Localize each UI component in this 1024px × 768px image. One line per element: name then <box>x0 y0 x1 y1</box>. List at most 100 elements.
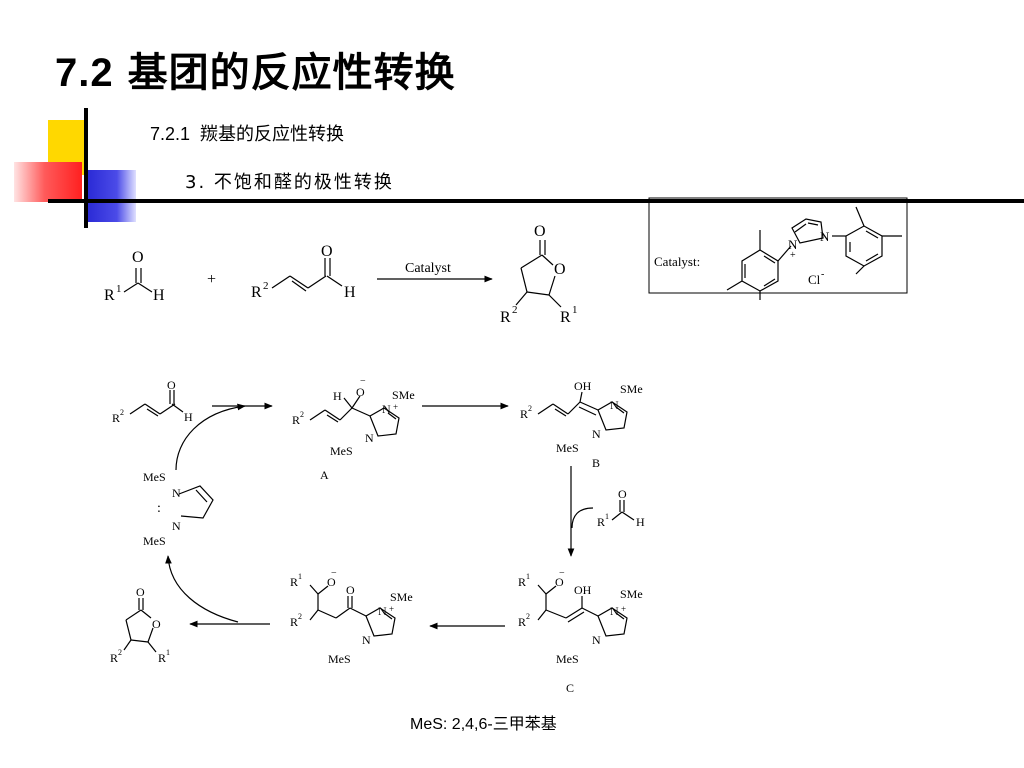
c-n: N <box>592 633 601 647</box>
carbene-lone-pair: : <box>157 501 161 516</box>
carbene-mes-bottom: MeS <box>143 534 166 548</box>
product-r1: R <box>560 309 571 326</box>
title-text: 基团的反应性转换 <box>127 50 456 96</box>
d-n: N <box>362 633 371 647</box>
catalyst-label: Catalyst: <box>654 254 700 269</box>
aldehyde-in-r: R <box>597 515 605 529</box>
c-r2-sup: 2 <box>526 612 530 621</box>
b-smes: SMe <box>620 382 643 396</box>
d-mes: MeS <box>328 652 351 666</box>
d-r1-sup: 1 <box>298 572 302 581</box>
a-plus: + <box>393 402 398 412</box>
c-plus: + <box>621 604 626 614</box>
arrow-aldehyde-addition <box>571 507 594 529</box>
a-r: R <box>292 413 300 427</box>
subsection-text: 羰基的反应性转换 <box>200 124 345 145</box>
catalyst-n: N <box>820 229 830 244</box>
d-r2: R <box>290 615 298 629</box>
aldehyde-r: R <box>104 287 115 304</box>
arrow-label-catalyst: Catalyst <box>405 261 451 276</box>
b-mes: MeS <box>556 441 579 455</box>
cycle-enal-oxygen: O <box>167 378 176 392</box>
catalyst-n-plus: N <box>788 237 798 252</box>
subsection-number: 7.2.1 <box>150 124 191 144</box>
intermediate-d: O − O SMe N + N MeS R 1 R 2 <box>290 568 413 666</box>
subsection-heading: 7.2.1 羰基的反应性转换 <box>150 120 344 146</box>
cycle-enal: O R 2 H <box>112 378 193 425</box>
aldehyde-in-h: H <box>636 515 645 529</box>
footnote-mes-definition: MeS: 2,4,6-三甲苯基 <box>410 716 557 733</box>
cycle-enal-h: H <box>184 410 193 424</box>
lactone-r1-sup: 1 <box>166 648 170 657</box>
lactone-carbonyl-oxygen: O <box>136 585 145 599</box>
c-minus: − <box>559 568 565 579</box>
intermediate-c: O − OH SMe N + N MeS R 1 R 2 C <box>518 568 643 695</box>
page-title: 7.2 基团的反应性转换 <box>55 40 456 98</box>
aldehyde-in-o: O <box>618 487 627 501</box>
aldehyde-r-sup: 1 <box>116 283 122 295</box>
product-lactone: O O R 2 R 1 <box>500 223 578 326</box>
d-r2-sup: 2 <box>298 612 302 621</box>
a-n: N <box>365 431 374 445</box>
product-r2: R <box>500 309 511 326</box>
reaction-arrow: Catalyst <box>377 261 493 283</box>
cycle-lactone: O O R 2 R 1 <box>110 585 170 665</box>
item-heading: 3. 不饱和醛的极性转换 <box>185 172 394 193</box>
b-r-sup: 2 <box>528 404 532 413</box>
c-smes: SMe <box>620 587 643 601</box>
a-smes: SMe <box>392 388 415 402</box>
a-o-minus: O <box>356 385 365 399</box>
deco-blue-square <box>88 170 136 222</box>
c-o-minus: O <box>555 575 564 589</box>
carbene-n-top: N <box>172 486 181 500</box>
d-smes: SMe <box>390 590 413 604</box>
deco-horizontal-rule <box>48 199 1024 203</box>
lactone-r2: R <box>110 651 118 665</box>
enal-r-sup: 2 <box>263 280 269 292</box>
carbene-n-bottom: N <box>172 519 181 533</box>
aldehyde-h: H <box>153 287 165 304</box>
reactant-enal: O R 2 H <box>251 243 356 301</box>
product-r2-sup: 2 <box>512 304 518 316</box>
deco-red-square <box>14 162 82 202</box>
b-n-bottom: N <box>592 427 601 441</box>
b-r: R <box>520 407 528 421</box>
c-r1: R <box>518 575 526 589</box>
product-r1-sup: 1 <box>572 304 578 316</box>
d-n-plus: N <box>378 604 387 618</box>
d-o: O <box>346 583 355 597</box>
c-oh: OH <box>574 583 592 597</box>
deco-vertical-rule <box>84 108 88 228</box>
a-minus: − <box>360 376 366 387</box>
intermediate-b: OH SMe N N MeS R 2 B <box>520 379 643 470</box>
a-r-sup: 2 <box>300 410 304 419</box>
arrow-carbene-addition <box>175 403 246 471</box>
a-n-plus: N <box>382 402 391 416</box>
cycle-aldehyde: O R 1 H <box>597 487 645 529</box>
cycle-carbene: MeS MeS N N : <box>143 470 214 548</box>
a-label: A <box>320 468 329 482</box>
plus-sign: + <box>207 271 216 288</box>
intermediate-a: H O − SMe N + N MeS R 2 A <box>292 376 415 482</box>
d-plus: + <box>389 604 394 614</box>
enal-r: R <box>251 284 262 301</box>
b-oh: OH <box>574 379 592 393</box>
catalyst-box: Catalyst: N + N Cl - <box>648 197 908 300</box>
b-label: B <box>592 456 600 470</box>
arrow-carbene-release <box>165 555 239 623</box>
reactant-aldehyde: O R 1 H <box>104 249 165 304</box>
lactone-r1: R <box>158 651 166 665</box>
c-label: C <box>566 681 574 695</box>
b-n-top: N <box>610 398 619 412</box>
d-minus: − <box>331 568 337 579</box>
catalyst-plus: + <box>790 250 796 261</box>
carbene-mes-top: MeS <box>143 470 166 484</box>
d-o-minus: O <box>327 575 336 589</box>
cycle-enal-r: R <box>112 411 120 425</box>
d-r1: R <box>290 575 298 589</box>
product-ring-oxygen: O <box>554 261 566 278</box>
c-mes: MeS <box>556 652 579 666</box>
c-r1-sup: 1 <box>526 572 530 581</box>
title-number: 7.2 <box>55 51 114 95</box>
